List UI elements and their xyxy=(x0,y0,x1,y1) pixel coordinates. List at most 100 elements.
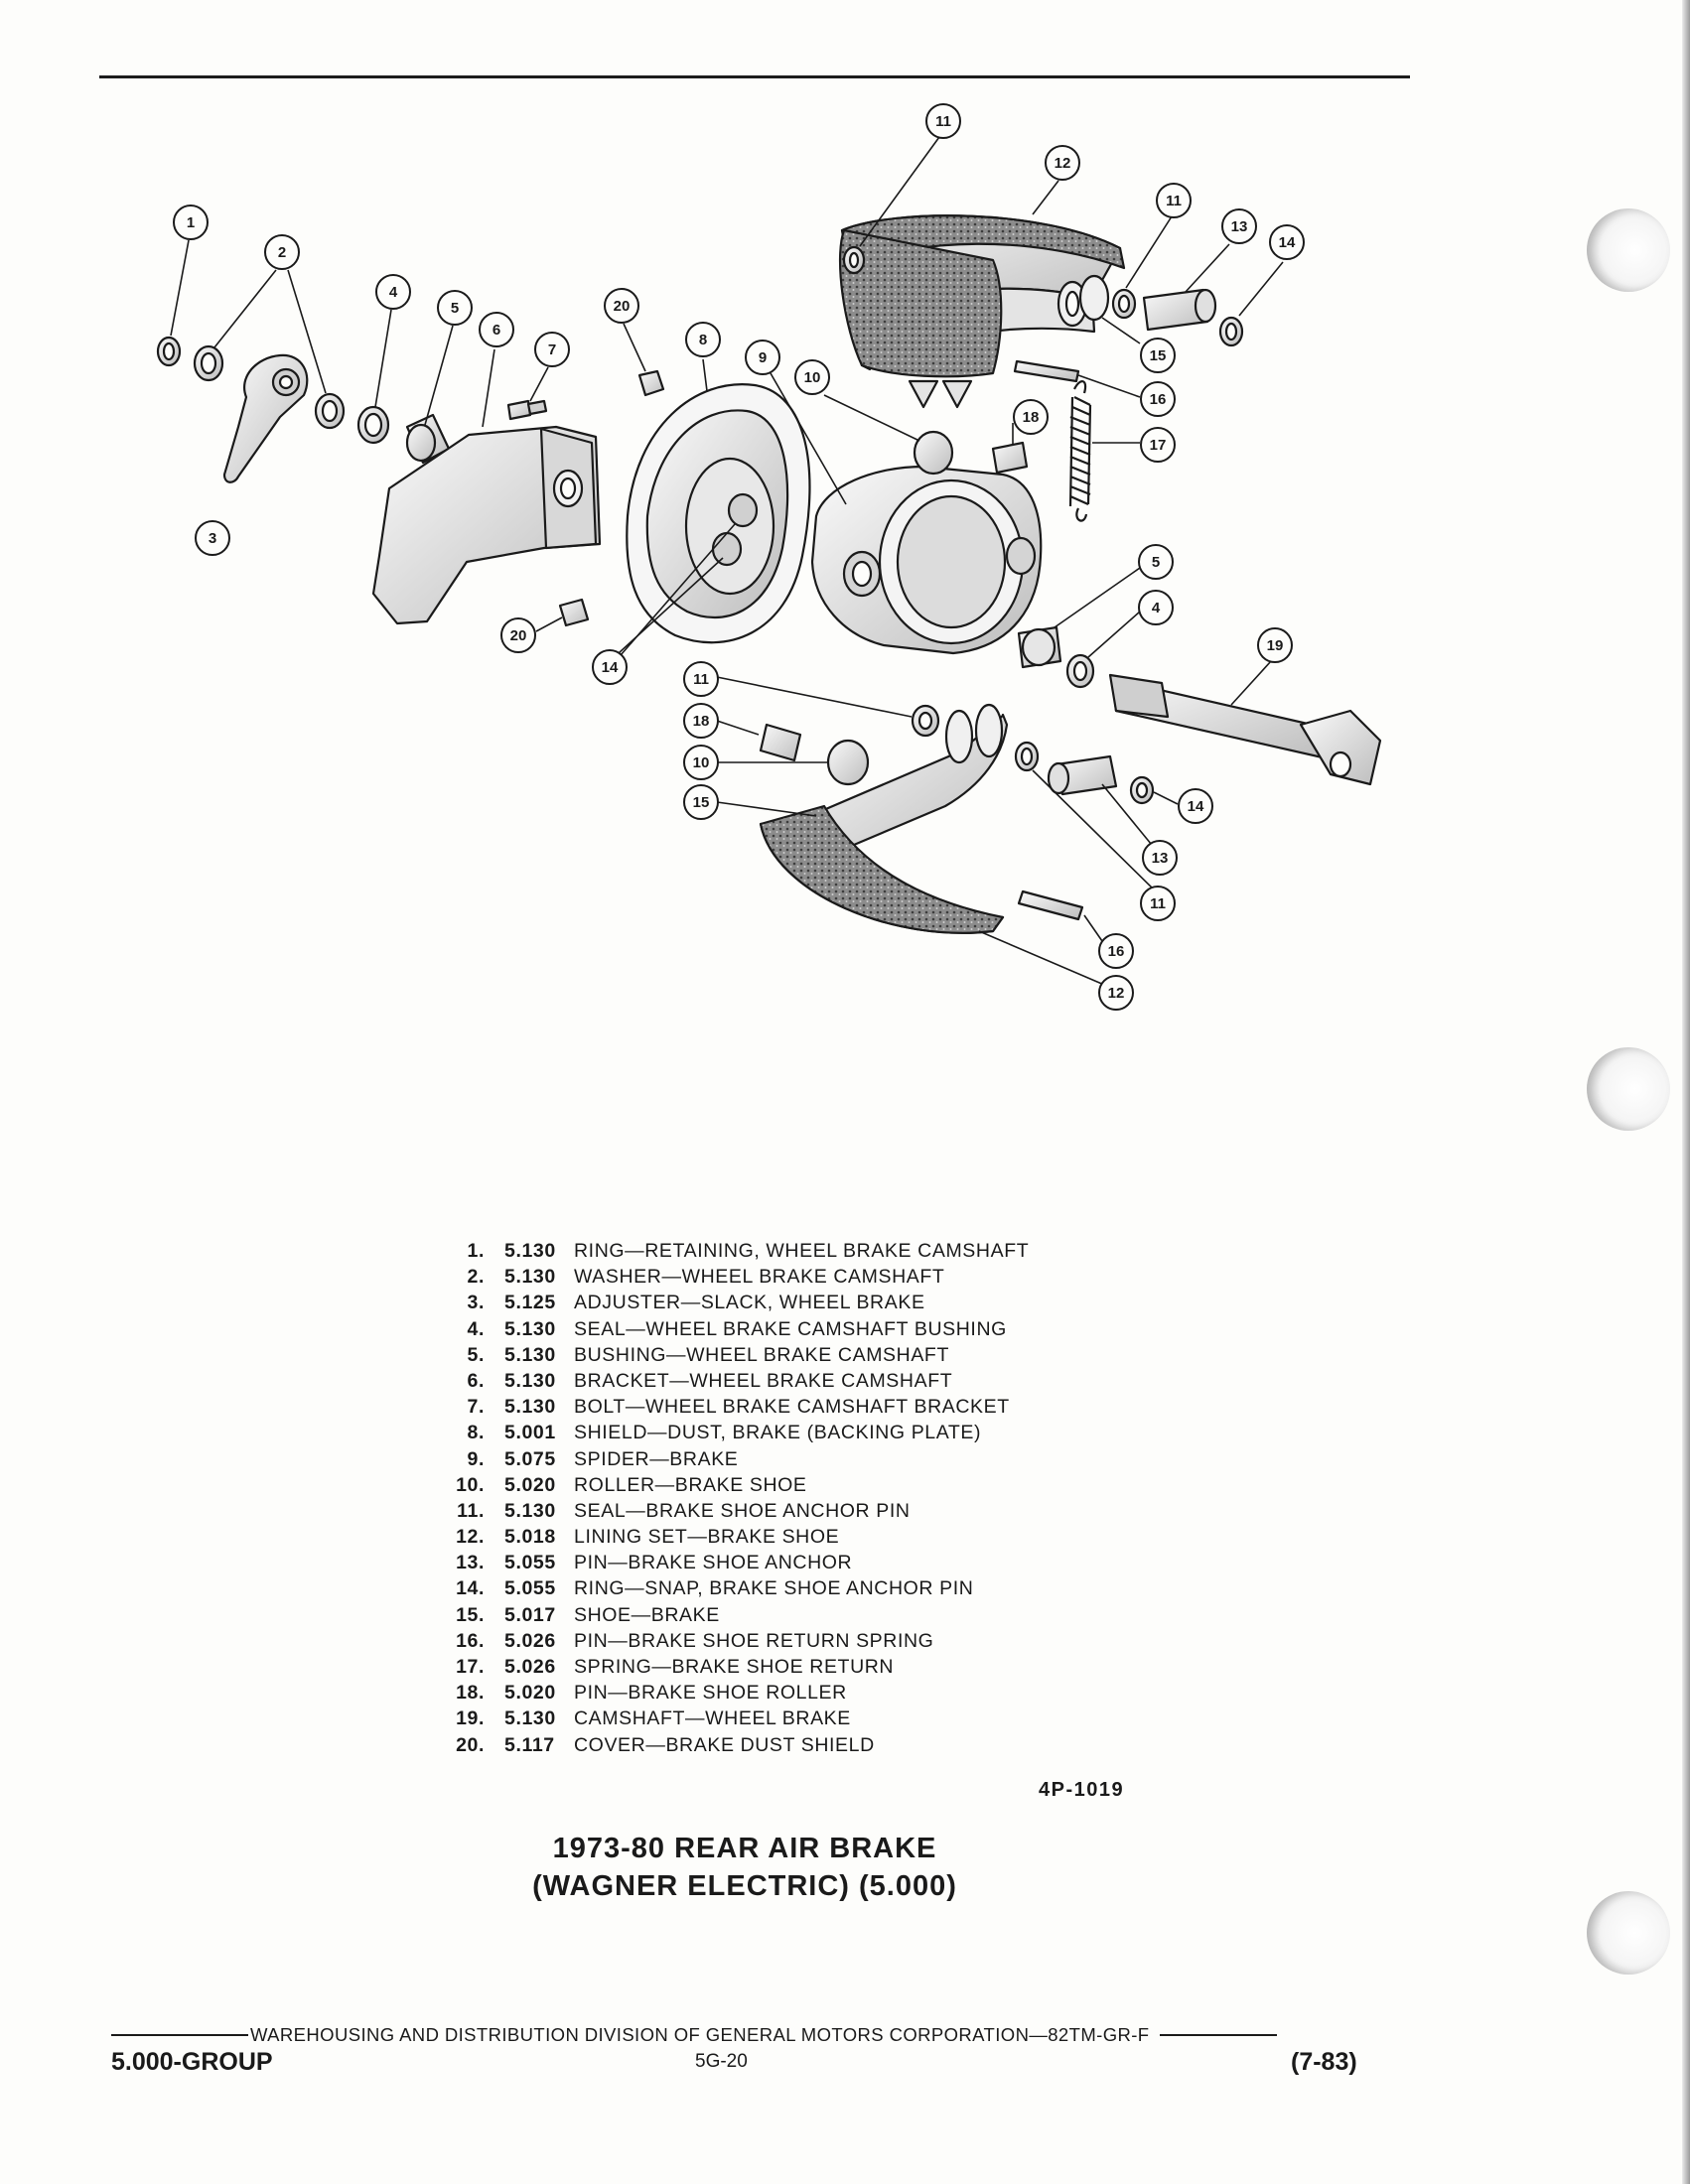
part-group-code: 5.125 xyxy=(504,1292,556,1314)
part-20-cover-top xyxy=(637,369,665,397)
svg-text:4: 4 xyxy=(389,284,398,301)
part-description: CAMSHAFT—WHEEL BRAKE xyxy=(574,1707,851,1730)
callout-18-lower: 18 xyxy=(683,703,719,739)
callout-4-right: 4 xyxy=(1138,590,1174,625)
callout-2: 2 xyxy=(264,234,300,270)
part-number: 19. xyxy=(456,1707,485,1730)
part-group-code: 5.130 xyxy=(504,1369,556,1392)
callout-14-top: 14 xyxy=(1269,224,1305,260)
callout-14-lower-right: 14 xyxy=(1178,788,1213,824)
part-number: 9. xyxy=(467,1447,485,1470)
parts-list-row: 1. 5.130 RING—RETAINING, WHEEL BRAKE CAMSH… xyxy=(445,1238,1199,1264)
callout-17: 17 xyxy=(1140,427,1176,463)
callout-5-right: 5 xyxy=(1138,544,1174,580)
part-group-code: 5.117 xyxy=(504,1733,555,1756)
part-number: 17. xyxy=(456,1656,485,1678)
punch-hole-top xyxy=(1587,208,1670,292)
part-description: LINING SET—BRAKE SHOE xyxy=(574,1526,840,1549)
svg-text:5: 5 xyxy=(451,300,459,317)
part-group-code: 5.130 xyxy=(504,1343,556,1366)
part-description: ROLLER—BRAKE SHOE xyxy=(574,1473,807,1496)
part-description: SEAL—WHEEL BRAKE CAMSHAFT BUSHING xyxy=(574,1317,1007,1340)
part-number: 20. xyxy=(456,1733,485,1756)
svg-text:7: 7 xyxy=(548,341,556,358)
parts-list-row: 9. 5.075 SPIDER—BRAKE xyxy=(445,1446,1199,1472)
callout-7: 7 xyxy=(534,332,570,367)
callout-16-top: 16 xyxy=(1140,381,1176,417)
part-7-bolt xyxy=(506,399,532,421)
svg-text:20: 20 xyxy=(614,298,631,315)
part-description: SPIDER—BRAKE xyxy=(574,1447,739,1470)
parts-list: 1. 5.130 RING—RETAINING, WHEEL BRAKE CAMSH… xyxy=(445,1238,1199,1758)
part-number: 2. xyxy=(467,1266,485,1289)
figure-title: 1973-80 REAR AIR BRAKE (WAGNER ELECTRIC)… xyxy=(467,1830,1023,1905)
part-number: 4. xyxy=(467,1317,485,1340)
svg-text:13: 13 xyxy=(1152,850,1169,867)
callout-11-lower-right: 11 xyxy=(1140,886,1176,921)
part-description: PIN—BRAKE SHOE ANCHOR xyxy=(574,1552,853,1574)
part-number: 12. xyxy=(456,1526,485,1549)
callout-6: 6 xyxy=(479,312,514,347)
callout-14-left: 14 xyxy=(592,649,628,685)
part-number: 18. xyxy=(456,1682,485,1705)
part-number: 7. xyxy=(467,1396,485,1419)
callout-4: 4 xyxy=(375,274,411,310)
part-group-code: 5.130 xyxy=(504,1707,556,1730)
part-description: SHIELD—DUST, BRAKE (BACKING PLATE) xyxy=(574,1422,982,1444)
part-number: 8. xyxy=(467,1422,485,1444)
part-group-code: 5.075 xyxy=(504,1447,556,1470)
figure-title-line-1: 1973-80 REAR AIR BRAKE xyxy=(552,1833,937,1864)
footer-division-line: WAREHOUSING AND DISTRIBUTION DIVISION OF… xyxy=(111,2024,1392,2046)
part-number: 16. xyxy=(456,1629,485,1652)
parts-list-row: 19. 5.130 CAMSHAFT—WHEEL BRAKE xyxy=(445,1706,1199,1731)
part-group-code: 5.130 xyxy=(504,1240,556,1262)
svg-text:6: 6 xyxy=(493,322,500,339)
svg-text:9: 9 xyxy=(759,349,767,366)
svg-text:18: 18 xyxy=(1023,409,1040,426)
part-17-return-spring xyxy=(1068,380,1092,522)
part-group-code: 5.026 xyxy=(504,1629,556,1652)
callout-13-top: 13 xyxy=(1221,208,1257,244)
svg-text:10: 10 xyxy=(693,754,710,771)
part-20-cover-bottom xyxy=(558,598,590,627)
callout-20-bottom: 20 xyxy=(500,617,536,653)
svg-text:11: 11 xyxy=(1150,895,1166,912)
part-16-spring-pin-lower xyxy=(1017,889,1084,921)
part-group-code: 5.055 xyxy=(504,1552,556,1574)
part-description: BRACKET—WHEEL BRAKE CAMSHAFT xyxy=(574,1369,953,1392)
callout-13-lower: 13 xyxy=(1142,840,1178,876)
part-number: 1. xyxy=(467,1240,485,1262)
part-group-code: 5.055 xyxy=(504,1577,556,1600)
leader-lines xyxy=(170,136,1284,986)
callout-19: 19 xyxy=(1257,627,1293,663)
svg-text:14: 14 xyxy=(1279,234,1296,251)
callout-9: 9 xyxy=(745,340,780,375)
parts-list-row: 6. 5.130 BRACKET—WHEEL BRAKE CAMSHAFT xyxy=(445,1368,1199,1394)
svg-text:10: 10 xyxy=(804,369,821,386)
part-18-roller-pin-lower xyxy=(759,723,802,762)
svg-text:5: 5 xyxy=(1152,554,1160,571)
part-description: RING—RETAINING, WHEEL BRAKE CAMSHAFT xyxy=(574,1240,1030,1262)
svg-text:16: 16 xyxy=(1108,943,1125,960)
callout-15-lower: 15 xyxy=(683,784,719,820)
part-number: 3. xyxy=(467,1292,485,1314)
callout-12-top: 12 xyxy=(1045,145,1080,181)
svg-text:11: 11 xyxy=(935,113,951,130)
figure-title-line-2: (WAGNER ELECTRIC) (5.000) xyxy=(532,1870,957,1902)
part-description: SPRING—BRAKE SHOE RETURN xyxy=(574,1656,895,1678)
callout-3: 3 xyxy=(195,520,230,556)
part-number: 6. xyxy=(467,1369,485,1392)
part-group-code: 5.020 xyxy=(504,1473,556,1496)
punch-hole-middle xyxy=(1587,1047,1670,1131)
svg-text:15: 15 xyxy=(693,794,710,811)
part-description: BOLT—WHEEL BRAKE CAMSHAFT BRACKET xyxy=(574,1396,1010,1419)
